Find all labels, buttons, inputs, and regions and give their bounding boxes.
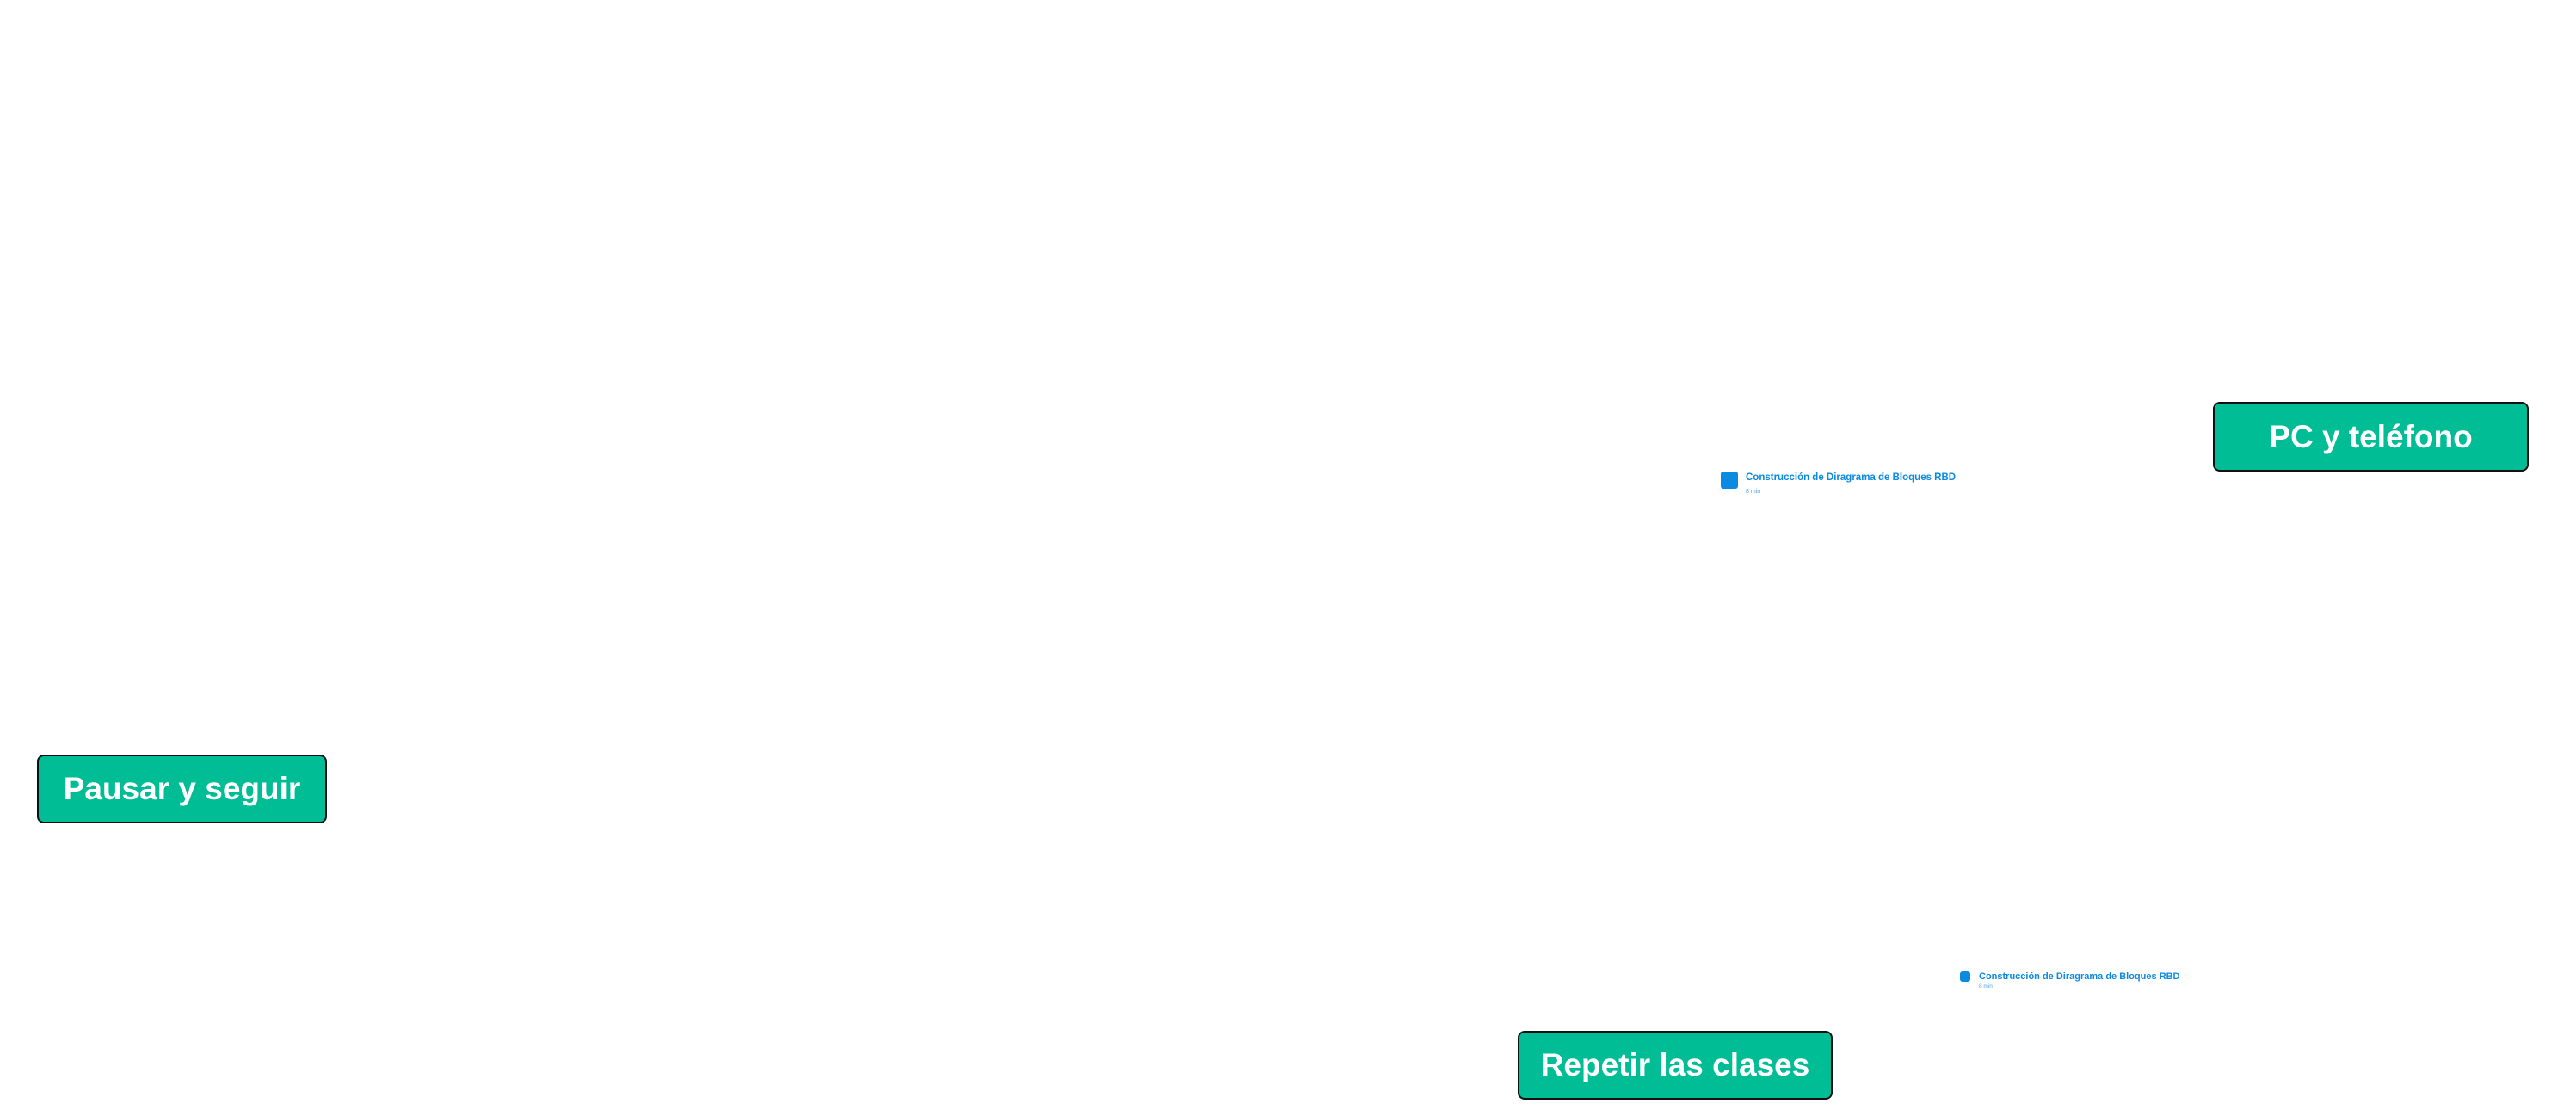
pc-y-telefono-tag[interactable]: PC y teléfono (2213, 402, 2529, 472)
repetir-las-clases-tag[interactable]: Repetir las clases (1518, 1031, 1833, 1100)
lesson-item[interactable]: Construcción de Diragrama de Bloques RBD… (1960, 971, 2180, 990)
lesson-duration: 8 min (1979, 983, 1993, 990)
lesson-text: Construcción de Diragrama de Bloques RBD… (1979, 971, 2180, 990)
lesson-duration: 8 min (1746, 489, 1761, 495)
lesson-item[interactable]: Construcción de Diragrama de Bloques RBD… (1721, 472, 1956, 496)
lesson-title[interactable]: Construcción de Diragrama de Bloques RBD (1979, 971, 2180, 982)
lesson-video-icon (1960, 971, 1970, 982)
lesson-title[interactable]: Construcción de Diragrama de Bloques RBD (1746, 472, 1957, 483)
lesson-text: Construcción de Diragrama de Bloques RBD… (1746, 472, 1956, 496)
pausar-y-seguir-tag[interactable]: Pausar y seguir (37, 755, 327, 823)
lesson-video-icon (1721, 472, 1738, 489)
